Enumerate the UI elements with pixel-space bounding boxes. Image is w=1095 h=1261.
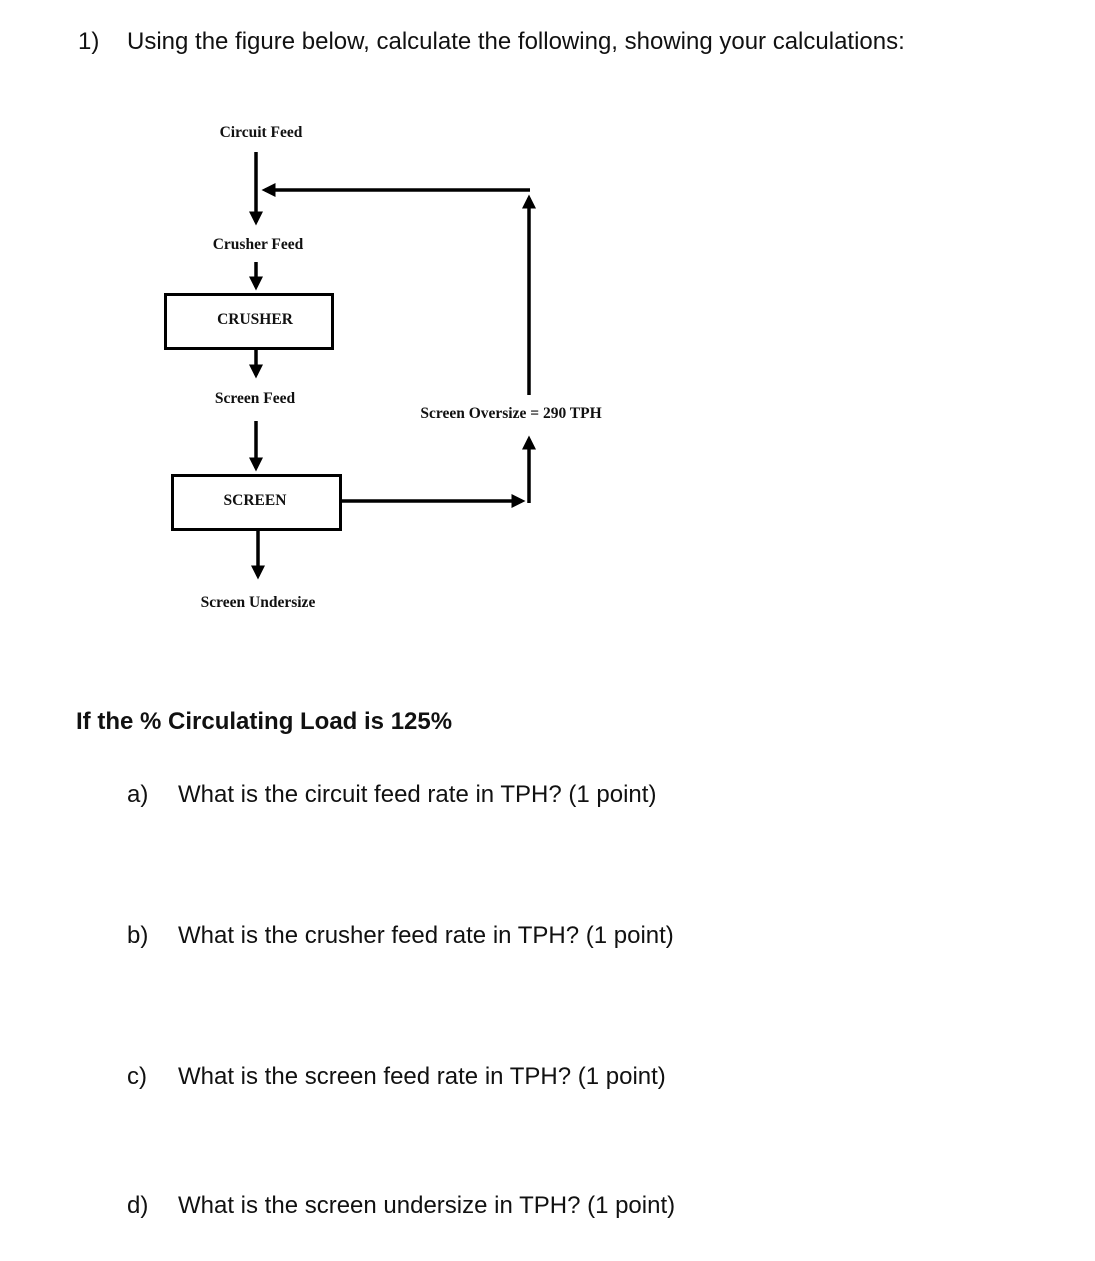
subquestion-text: What is the screen undersize in TPH? (1 … <box>178 1192 676 1219</box>
subquestion-letter: d) <box>127 1192 149 1219</box>
subquestion-letter: c) <box>127 1063 147 1090</box>
label-screen-undersize: Screen Undersize <box>200 594 316 611</box>
subquestion-text: What is the screen feed rate in TPH? (1 … <box>178 1063 666 1090</box>
question-prompt: Using the figure below, calculate the fo… <box>127 28 905 55</box>
label-screen: SCREEN <box>223 492 287 509</box>
subquestion-letter: a) <box>127 781 149 808</box>
screen-box <box>171 474 342 531</box>
subquestion-text: What is the circuit feed rate in TPH? (1… <box>178 781 657 808</box>
label-crusher-feed: Crusher Feed <box>212 236 304 253</box>
label-circuit-feed: Circuit Feed <box>219 124 303 141</box>
flow-lines <box>249 152 536 580</box>
crusher-box <box>164 293 334 350</box>
label-screen-feed: Screen Feed <box>214 390 296 407</box>
label-crusher: CRUSHER <box>217 311 293 328</box>
subquestion-text: What is the crusher feed rate in TPH? (1… <box>178 922 674 949</box>
question-number: 1) <box>78 28 100 55</box>
label-screen-oversize: Screen Oversize = 290 TPH <box>420 405 602 422</box>
subquestion-letter: b) <box>127 922 149 949</box>
condition-heading: If the % Circulating Load is 125% <box>76 708 453 735</box>
